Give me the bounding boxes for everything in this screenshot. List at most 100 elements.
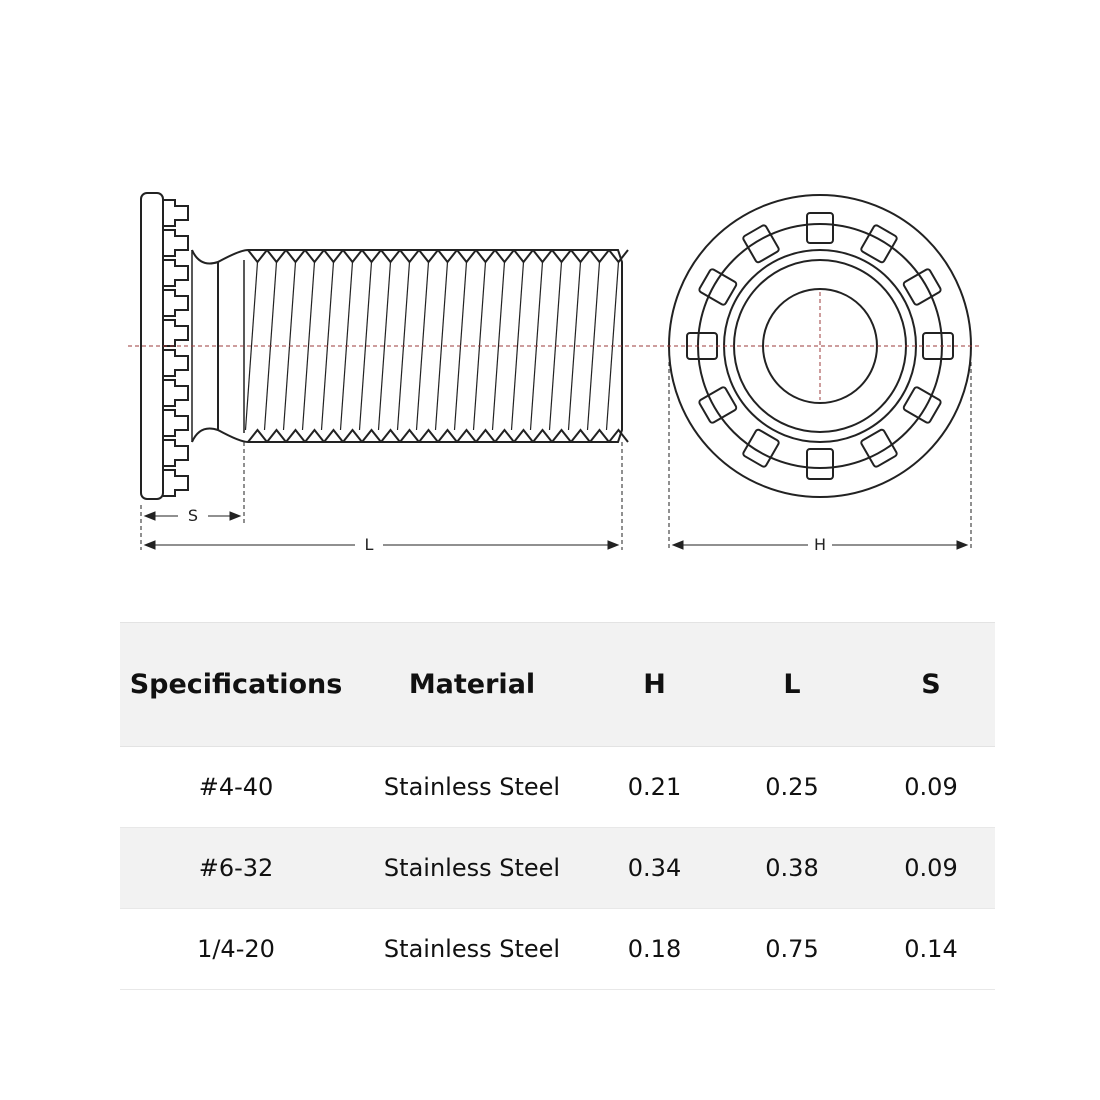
thread-root [247,428,268,443]
knurl-teeth [163,199,189,497]
thread-root [475,428,496,443]
thread-crest [247,249,268,264]
end-view [668,194,972,498]
thread-crest [418,249,439,264]
cell-spec: #4-40 [198,773,274,801]
lug [860,224,898,264]
knurl-tooth [163,379,189,407]
knurl-tooth [163,199,189,227]
thread-crest [380,249,401,264]
table-row: 1/4-20 Stainless Steel 0.18 0.75 0.14 [120,909,995,990]
cell-h: 0.34 [627,854,682,882]
lug [860,428,898,468]
thread-crest [532,249,553,264]
thread-root [589,428,610,443]
lug [698,386,738,424]
thread-crest [475,249,496,264]
thread-root [494,428,515,443]
lug [806,212,834,244]
cell-h: 0.18 [627,935,682,963]
thread-root [513,428,534,443]
thread-root [266,428,287,443]
thread-crest [304,249,325,264]
thread-root [380,428,401,443]
cell-l: 0.25 [765,773,819,801]
table-header-row: Specifications Material H L S [120,622,995,747]
header-l: L [783,669,801,700]
centerlines [128,292,980,400]
outer-circle [668,194,972,498]
dimension-label-l: L [365,535,374,554]
spec-table: Specifications Material H L S #4-40 Stai… [120,622,995,990]
knurl-tooth [163,229,189,257]
knurl-tooth [163,289,189,317]
cell-s: 0.09 [904,854,958,882]
dimension-lines [140,362,972,550]
cell-material: Stainless Steel [383,854,561,882]
thread-flank [567,261,582,431]
knurl-tooth [163,469,189,497]
thread-root [304,428,325,443]
table-row: #6-32 Stainless Steel 0.34 0.38 0.09 [120,827,995,909]
header-material: Material [408,669,536,700]
thread-crest [456,249,477,264]
thread-crest [399,249,420,264]
table-row: #4-40 Stainless Steel 0.21 0.25 0.09 [120,747,995,828]
header-s: S [921,669,941,700]
header-specifications: Specifications [129,669,343,700]
thread-root [570,428,591,443]
thread-root [456,428,477,443]
lug [742,224,780,264]
thread-crest [589,249,610,264]
cell-h: 0.21 [627,773,682,801]
thread-crest [570,249,591,264]
thread-root [285,428,306,443]
cell-l: 0.38 [765,854,819,882]
thread-root [418,428,439,443]
thread-crest [266,249,287,264]
dimension-label-s: S [188,506,198,525]
cell-s: 0.09 [904,773,958,801]
cell-material: Stainless Steel [383,935,561,963]
lug [742,428,780,468]
thread-crest [342,249,363,264]
lug [902,386,942,424]
stud-neck [191,249,219,443]
thread-crest [551,249,572,264]
thread-crest [513,249,534,264]
lug [806,448,834,480]
thread-root [608,428,629,443]
knurl-tooth [163,319,189,347]
thread-flank [358,261,373,431]
thread-flank [510,261,525,431]
cell-material: Stainless Steel [383,773,561,801]
thread-crest [361,249,382,264]
thread-crest [437,249,458,264]
thread-root [437,428,458,443]
thread-root [361,428,382,443]
thread-root [532,428,553,443]
thread-flank [377,261,392,431]
cell-spec: 1/4-20 [197,935,275,963]
knurl-tooth [163,409,189,437]
thread-root [551,428,572,443]
thread-flank [301,261,316,431]
dimension-label-h: H [814,535,826,554]
thread-flank [434,261,449,431]
header-h: H [643,669,666,700]
cell-l: 0.75 [765,935,819,963]
cell-s: 0.14 [904,935,958,963]
thread-root [323,428,344,443]
thread-crest [494,249,515,264]
thread-flank [244,261,259,431]
lug [902,268,942,306]
thread-flank [491,261,506,431]
radial-lugs [686,212,954,480]
lug [698,268,738,306]
thread-crest [323,249,344,264]
knurl-tooth [163,349,189,377]
fastener-drawing: S L H [128,192,980,554]
cell-spec: #6-32 [198,854,274,882]
knurl-tooth [163,259,189,287]
thread-crest [285,249,306,264]
